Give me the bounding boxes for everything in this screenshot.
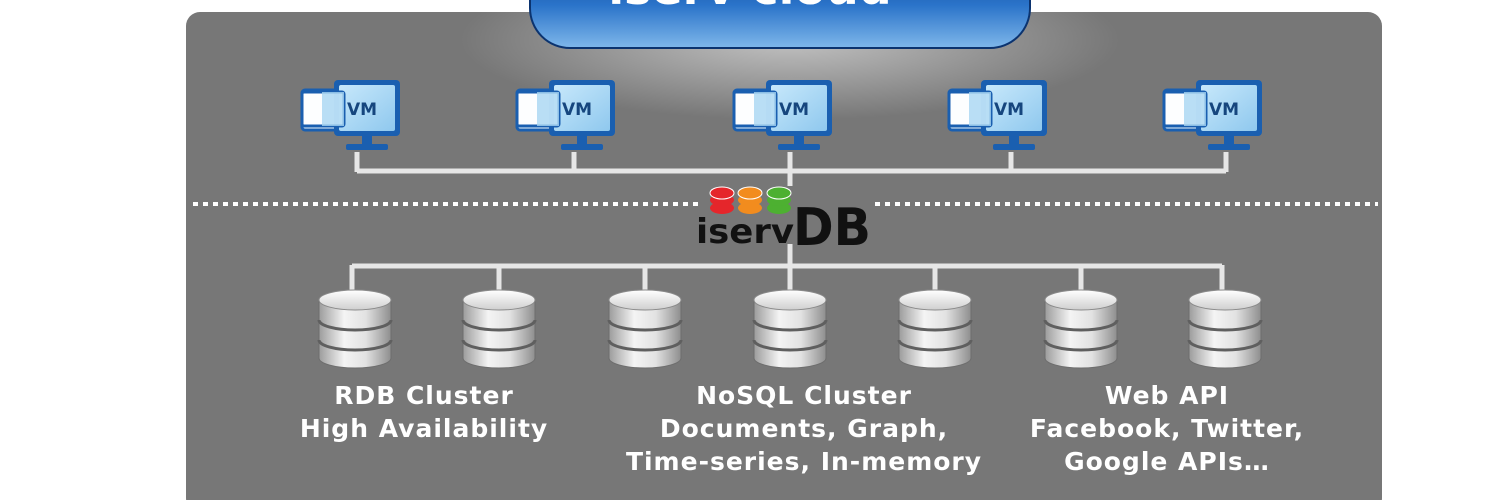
logo-dot xyxy=(737,186,763,214)
vm-label: VM xyxy=(994,100,1024,120)
banner: iserv cloud xyxy=(529,0,1031,49)
iservdb-logo: iserv DB xyxy=(696,186,875,258)
database-dots-icon xyxy=(709,186,792,214)
cloud-panel xyxy=(186,12,1382,500)
caption-web-api: Web API Facebook, Twitter, Google APIs… xyxy=(1030,381,1304,476)
logo-iserv-text: iserv xyxy=(696,212,794,252)
vm-label: VM xyxy=(1209,100,1239,120)
vm-monitors: VM VM VM VM VM xyxy=(300,80,1262,150)
caption-rdb-line2: High Availability xyxy=(300,414,548,443)
vm-monitor-icon: VM xyxy=(515,80,615,150)
caption-webapi-line3: Google APIs… xyxy=(1064,447,1270,476)
caption-rdb-cluster: RDB Cluster High Availability xyxy=(300,381,548,443)
caption-nosql-line2: Documents, Graph, xyxy=(660,414,948,443)
vm-monitor-icon: VM xyxy=(947,80,1047,150)
db-network-lines xyxy=(349,244,1225,290)
database-icon xyxy=(1043,289,1119,369)
database-icon xyxy=(607,289,683,369)
logo-dot xyxy=(766,186,792,214)
vm-monitor-icon: VM xyxy=(732,80,832,150)
vm-label: VM xyxy=(779,100,809,120)
banner-title: iserv cloud xyxy=(608,0,891,15)
database-icon xyxy=(317,289,393,369)
caption-nosql-cluster: NoSQL Cluster Documents, Graph, Time-ser… xyxy=(626,381,982,476)
vm-monitor-icon: VM xyxy=(1162,80,1262,150)
caption-nosql-title: NoSQL Cluster xyxy=(696,381,912,410)
database-icon xyxy=(1187,289,1263,369)
caption-webapi-title: Web API xyxy=(1105,381,1229,410)
vm-monitor-icon: VM xyxy=(300,80,400,150)
caption-rdb-title: RDB Cluster xyxy=(334,381,514,410)
caption-nosql-line3: Time-series, In-memory xyxy=(626,447,982,476)
logo-db-text: DB xyxy=(793,198,871,258)
vm-label: VM xyxy=(562,100,592,120)
database-icon xyxy=(752,289,828,369)
database-icon xyxy=(897,289,973,369)
database-cylinders xyxy=(317,289,1263,369)
logo-dot xyxy=(709,186,735,214)
database-icon xyxy=(461,289,537,369)
caption-webapi-line2: Facebook, Twitter, xyxy=(1030,414,1304,443)
vm-label: VM xyxy=(347,100,377,120)
